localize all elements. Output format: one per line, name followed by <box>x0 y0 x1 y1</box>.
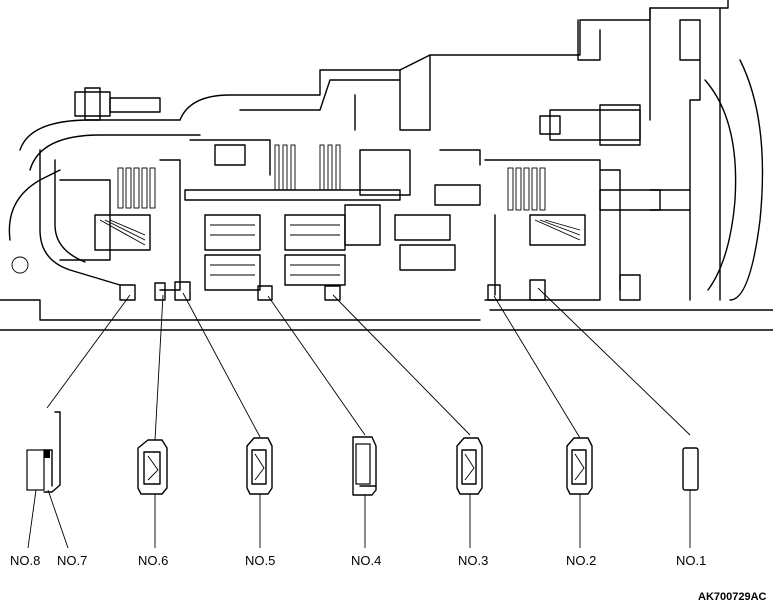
part-no8-no7-seal <box>26 411 69 549</box>
leader-line-no5 <box>182 292 261 438</box>
part-labels: NO.8 NO.7 NO.6 NO.5 NO.4 NO.3 NO.2 NO.1 <box>10 553 706 568</box>
leader-lines <box>46 287 691 441</box>
label-no7: NO.7 <box>57 553 87 568</box>
leader-line-no3 <box>332 294 471 436</box>
part-no6-seal <box>137 439 168 548</box>
figure-id: AK700729AC <box>698 591 767 603</box>
label-no5: NO.5 <box>245 553 275 568</box>
label-no6: NO.6 <box>138 553 168 568</box>
leader-line-no1 <box>537 287 691 436</box>
label-no8: NO.8 <box>10 553 40 568</box>
label-no1: NO.1 <box>676 553 706 568</box>
leader-line-no2 <box>493 295 581 439</box>
leader-line-no6 <box>154 294 164 441</box>
label-no4: NO.4 <box>351 553 381 568</box>
label-no3: NO.3 <box>458 553 488 568</box>
part-no5-seal <box>246 437 273 548</box>
part-no4-seal <box>352 436 377 548</box>
transmission-cross-section <box>0 0 773 331</box>
part-no2-seal <box>566 437 593 548</box>
part-no1-ring <box>682 447 699 548</box>
leader-line-no4 <box>267 295 366 436</box>
label-no2: NO.2 <box>566 553 596 568</box>
leader-line-no8-no7 <box>46 294 131 409</box>
part-no3-seal <box>456 437 483 548</box>
